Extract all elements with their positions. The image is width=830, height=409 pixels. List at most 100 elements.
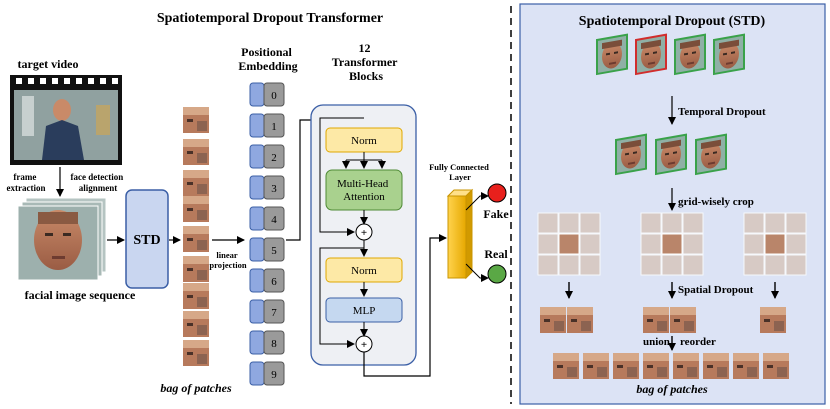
- position-token: [263, 206, 285, 231]
- std-box: [125, 189, 169, 289]
- grid-tile: [558, 212, 580, 234]
- patch-token: [249, 237, 265, 262]
- position-index: 2: [271, 152, 277, 164]
- std-panel-title: Spatiotemporal Dropout (STD): [579, 14, 766, 29]
- grid-tile: [785, 233, 807, 255]
- norm-label-2: Norm: [351, 265, 377, 277]
- grid-tile: [640, 212, 662, 234]
- grid-tile: [558, 233, 580, 255]
- frame-extraction-label: frame extraction: [7, 172, 46, 193]
- position-index: 4: [271, 214, 277, 226]
- grid-tile: [682, 212, 704, 234]
- norm-label-1: Norm: [351, 135, 377, 147]
- attention-line1: Multi-Head: [337, 178, 389, 190]
- grid-tile: [661, 233, 683, 255]
- grid-tile: [661, 254, 683, 276]
- linear-projection-label: linear projection: [209, 250, 246, 270]
- grid-tile: [579, 254, 601, 276]
- facial-sequence-label: facial image sequence: [25, 288, 136, 302]
- block-to-fc-arrow: [363, 234, 447, 377]
- fake-label: Fake: [483, 207, 509, 221]
- std-label: STD: [133, 233, 160, 248]
- bag-of-patches-left-label: bag of patches: [160, 381, 232, 395]
- position-token: [263, 330, 285, 355]
- position-index: 3: [271, 183, 277, 195]
- fc-line1: Fully Connected: [429, 162, 489, 172]
- target-video-label: target video: [18, 57, 79, 71]
- real-label: Real: [484, 247, 508, 261]
- grid-tile: [743, 233, 765, 255]
- attention-label: Multi-Head Attention: [337, 178, 391, 203]
- reorder-label: reorder: [680, 336, 716, 348]
- patch-token: [249, 113, 265, 138]
- grid-tile: [682, 233, 704, 255]
- add-label-2: +: [361, 339, 367, 351]
- facial-image-stack: [17, 197, 107, 281]
- position-index: 7: [271, 307, 277, 319]
- blocks-line3: Blocks: [349, 69, 383, 83]
- grid-tile: [537, 254, 559, 276]
- frame-extraction-line1: frame: [13, 172, 36, 182]
- fc-layer: [446, 188, 474, 280]
- patch-token: [249, 175, 265, 200]
- residual-1: [319, 117, 364, 236]
- linear-projection-line1: linear: [216, 250, 237, 260]
- union-label: union: [643, 336, 670, 348]
- position-token: [263, 82, 285, 107]
- temporal-dropped-frames: [615, 133, 727, 176]
- fc-label: Fully Connected Layer: [429, 162, 491, 182]
- target-video-filmstrip: [10, 75, 122, 165]
- face-detection-label: face detection alignment: [71, 172, 126, 193]
- position-index: 1: [271, 121, 277, 133]
- blocks-line1: 12: [359, 41, 371, 55]
- position-index: 8: [271, 338, 277, 350]
- bag-of-patches-right-label: bag of patches: [636, 382, 708, 396]
- attention-box: [325, 169, 403, 211]
- grid-tile: [640, 254, 662, 276]
- grid-tile: [537, 233, 559, 255]
- bag-of-patches-left: [183, 107, 209, 366]
- grid-tile: [764, 233, 786, 255]
- patch-token: [249, 268, 265, 293]
- fc-line2: Layer: [449, 172, 471, 182]
- frame-extraction-line2: extraction: [7, 183, 46, 193]
- position-index: 0: [271, 90, 277, 102]
- grid-crops: [537, 212, 807, 276]
- spatial-dropout-label: Spatial Dropout: [678, 284, 754, 296]
- grid-tile: [743, 212, 765, 234]
- position-token: [263, 268, 285, 293]
- temporal-dropout-label: Temporal Dropout: [678, 106, 766, 118]
- blocks-line2: Transformer: [332, 55, 398, 69]
- patch-token: [249, 82, 265, 107]
- grid-tile: [785, 254, 807, 276]
- grid-tile: [558, 254, 580, 276]
- patch-token: [249, 206, 265, 231]
- position-token: [263, 144, 285, 169]
- fake-node: [487, 183, 507, 203]
- grid-tile: [537, 212, 559, 234]
- positional-line1: Positional: [241, 45, 292, 59]
- transformer-blocks-label: 12 Transformer Blocks: [332, 41, 401, 83]
- position-token: [263, 175, 285, 200]
- positional-embedding-label: Positional Embedding: [238, 45, 297, 73]
- frame-sequence: [596, 33, 745, 76]
- patch-token: [249, 299, 265, 324]
- positional-line2: Embedding: [238, 59, 297, 73]
- position-token: [263, 299, 285, 324]
- add-label-1: +: [361, 227, 367, 239]
- face-detection-line2: alignment: [79, 183, 118, 193]
- patch-token: [249, 330, 265, 355]
- face-detection-line1: face detection: [71, 172, 124, 182]
- position-index: 5: [271, 245, 277, 257]
- grid-tile: [640, 233, 662, 255]
- linear-projection-line2: projection: [209, 260, 246, 270]
- real-node: [487, 264, 507, 284]
- grid-tile: [579, 233, 601, 255]
- position-token: [263, 113, 285, 138]
- grid-tile: [579, 212, 601, 234]
- residual-2: [319, 247, 364, 348]
- grid-tile: [661, 212, 683, 234]
- attention-line2: Attention: [343, 191, 385, 203]
